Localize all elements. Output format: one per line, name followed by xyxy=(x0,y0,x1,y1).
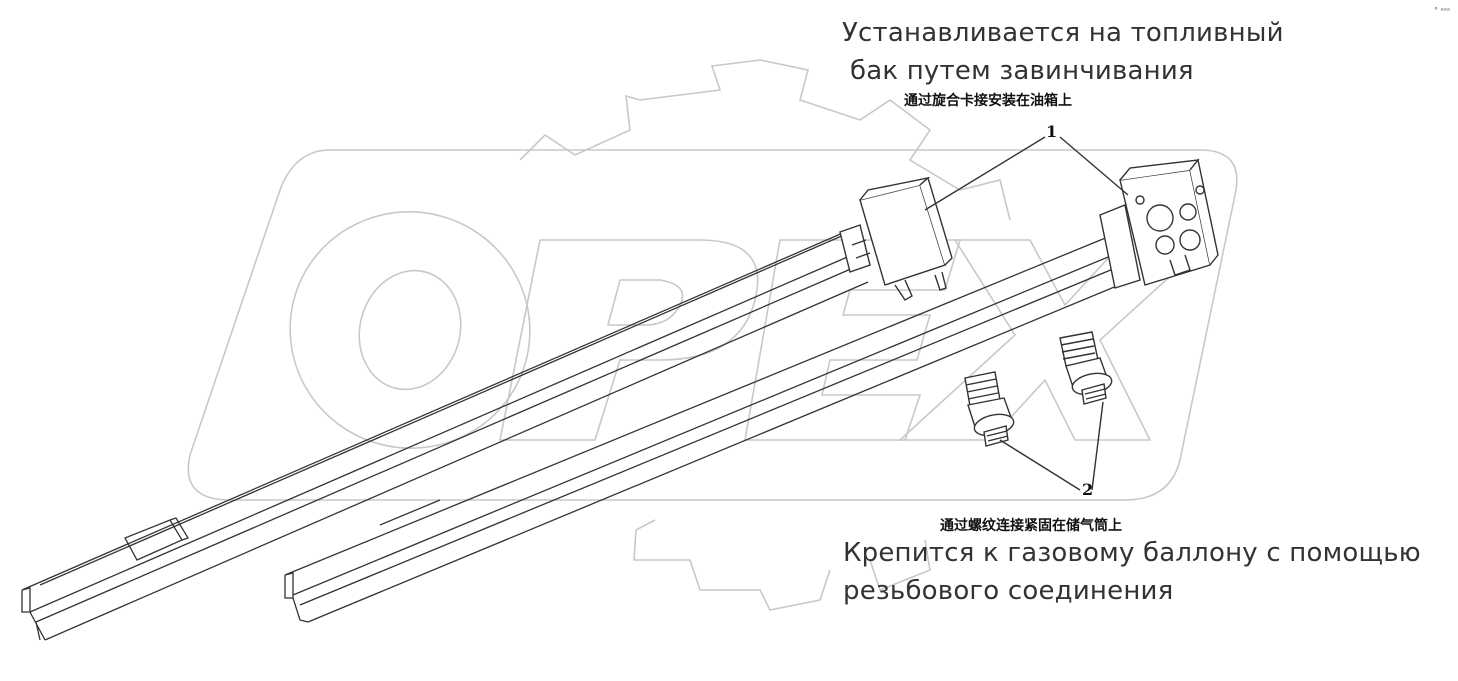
pressure-sensor-left xyxy=(964,371,1015,447)
left-sender-tube xyxy=(21,227,869,641)
right-sender-tube xyxy=(284,231,1137,623)
top-russian-note-line2: бак путем завинчивания xyxy=(850,56,1194,86)
left-sender-head xyxy=(839,176,953,301)
watermark-gear xyxy=(519,59,1011,611)
pressure-sensor-right xyxy=(1059,331,1113,405)
top-russian-note-line1: Устанавливается на топливный xyxy=(842,18,1284,48)
corner-mark: ° ᵃᵃᵃ xyxy=(1434,6,1450,15)
right-sender-head xyxy=(1099,158,1219,289)
callout-number-1: 1 xyxy=(1046,122,1058,141)
callout-number-2: 2 xyxy=(1082,480,1094,499)
top-chinese-note: 通过旋合卡接安装在油箱上 xyxy=(904,93,1072,109)
watermark-letters xyxy=(289,211,1213,449)
leader-lines xyxy=(924,136,1129,491)
watermark-frame xyxy=(187,149,1238,501)
bottom-chinese-note: 通过螺纹连接紧固在储气筒上 xyxy=(940,518,1122,534)
bottom-russian-note-line2: резьбового соединения xyxy=(843,576,1174,606)
bottom-russian-note-line1: Крепится к газовому баллону с помощью xyxy=(843,538,1421,568)
